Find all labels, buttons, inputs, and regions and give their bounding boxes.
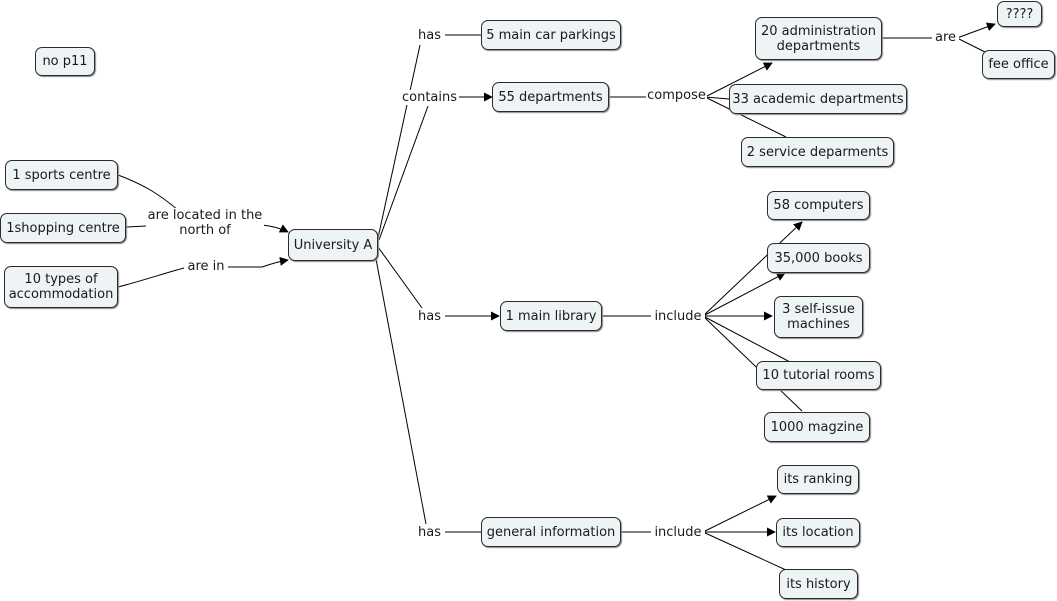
concept-books[interactable]: 35,000 books [767,243,870,273]
phrase-has-parking: has [414,28,445,43]
line-include-to-magazine [702,315,803,412]
line-university-to-contains [378,105,429,241]
line-compose-to-admin [704,62,773,98]
concept-history[interactable]: its history [779,569,858,599]
line-include-to-books [702,272,786,317]
phrase-compose: compose [646,88,707,103]
concept-sports-centre[interactable]: 1 sports centre [5,160,118,190]
phrase-include-library: include [651,309,705,324]
concept-shopping-centre[interactable]: 1shopping centre [0,213,126,243]
concept-tutorial-rooms[interactable]: 10 tutorial rooms [756,361,881,390]
concept-ranking[interactable]: its ranking [777,465,859,494]
concept-fee-office[interactable]: fee office [982,50,1055,79]
concept-departments[interactable]: 55 departments [492,82,609,112]
concept-magazine[interactable]: 1000 magzine [764,412,870,442]
concept-computers[interactable]: 58 computers [767,191,870,220]
line-university-to-has-parking [377,44,421,239]
concept-unknown[interactable]: ???? [997,1,1042,27]
phrase-are: are [932,30,959,45]
concept-no-p11[interactable]: no p11 [35,47,95,76]
phrase-has-general: has [414,525,445,540]
line-sports-to-located [117,174,179,211]
line-include-to-ranking [702,495,777,533]
concept-academic-departments[interactable]: 33 academic departments [729,84,907,114]
concept-service-departments[interactable]: 2 service deparments [741,137,894,167]
line-compose-to-academic [704,96,730,100]
concept-university-a[interactable]: University A [288,229,378,261]
phrase-has-library: has [414,309,445,324]
phrase-contains: contains [400,90,459,105]
concept-main-library[interactable]: 1 main library [500,301,602,331]
concept-administration-departments[interactable]: 20 administration departments [755,17,882,60]
phrase-located-in-north-of: are located in the north of [146,208,264,238]
line-are-to-unknown [956,22,996,39]
concept-general-information[interactable]: general information [481,517,621,547]
line-compose-to-service [704,96,787,138]
concept-accommodation[interactable]: 10 types of accommodation [4,266,118,308]
line-located-to-university [261,224,289,233]
concept-car-parkings[interactable]: 5 main car parkings [481,20,621,50]
concept-self-issue-machines[interactable]: 3 self-issue machines [774,296,863,338]
line-are-to-fee [956,37,988,54]
line-accommodation-to-arein [117,267,185,288]
line-arein-to-university [226,256,289,268]
line-include-to-history [702,531,787,571]
phrase-are-in: are in [184,259,228,274]
line-include-to-computers [702,221,803,317]
line-include-to-tutorial [702,315,791,363]
line-university-to-has-general [375,258,427,525]
concept-location[interactable]: its location [776,518,860,547]
phrase-include-general: include [651,525,705,540]
line-university-to-has-library [377,246,423,309]
line-shopping-to-located [125,225,147,228]
